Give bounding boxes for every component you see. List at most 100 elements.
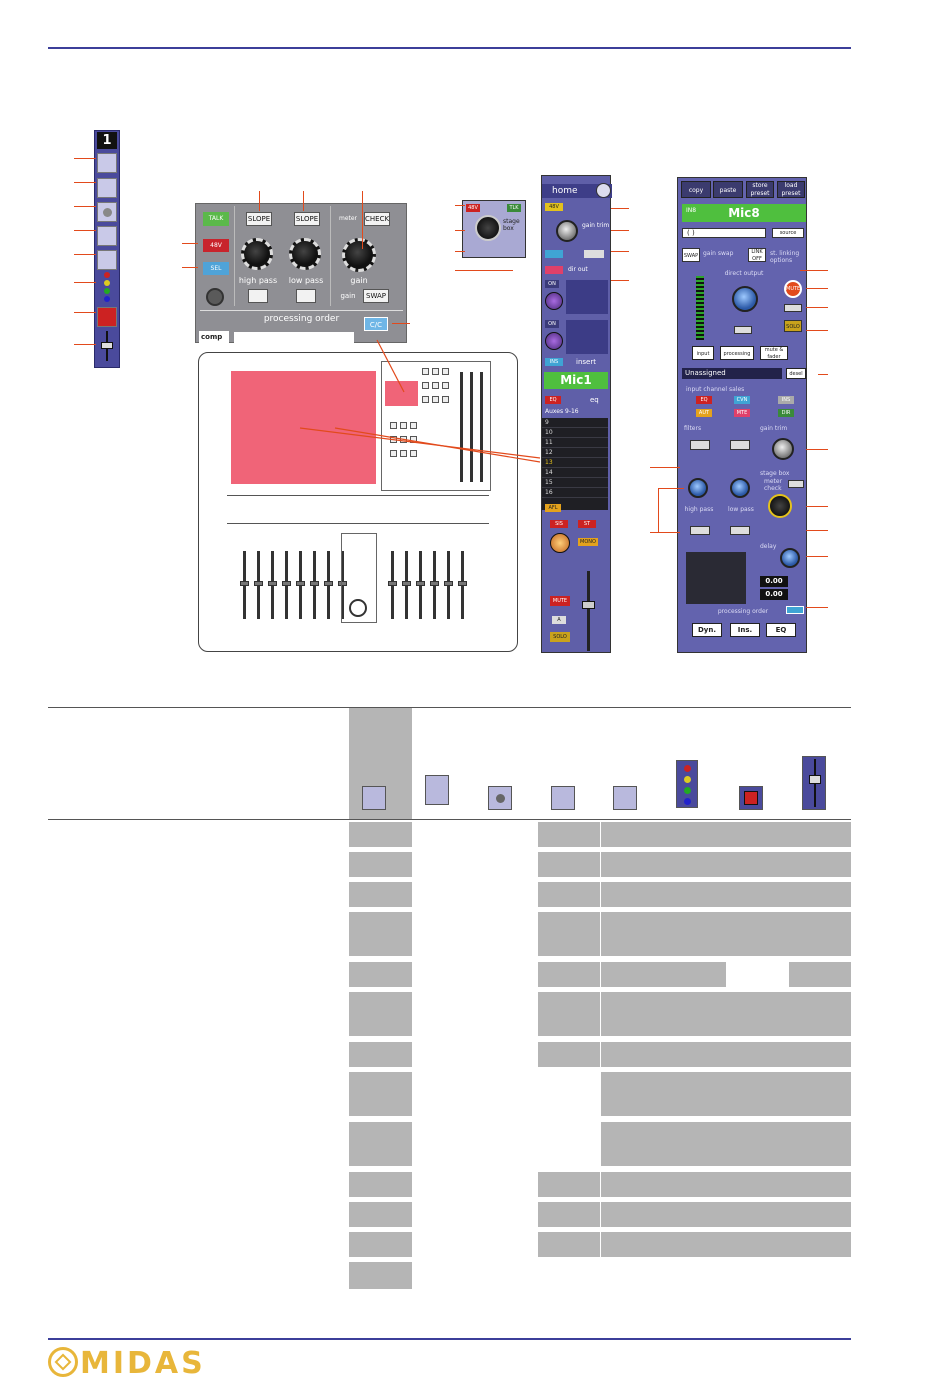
ins-block[interactable]: Ins. xyxy=(730,623,760,637)
low-pass-knob[interactable] xyxy=(289,238,321,270)
gain-knob[interactable] xyxy=(342,238,376,272)
phase-button[interactable] xyxy=(545,250,563,258)
on-button-2[interactable]: ON xyxy=(545,320,559,328)
low-pass-in-button[interactable] xyxy=(730,526,750,535)
high-pass-slope-button[interactable] xyxy=(690,440,710,450)
plug-icon[interactable] xyxy=(97,153,117,173)
afl-button[interactable]: AFL xyxy=(545,504,561,512)
ins-button[interactable]: INS xyxy=(545,358,563,366)
sis-button[interactable]: SIS xyxy=(550,520,568,528)
source-button[interactable]: source xyxy=(772,228,804,238)
aux-row[interactable]: 13 xyxy=(542,458,608,468)
aux-row[interactable]: 15 xyxy=(542,478,608,488)
processing-order-button[interactable] xyxy=(786,606,804,614)
aux-row[interactable]: 11 xyxy=(542,438,608,448)
stage-box-knob[interactable] xyxy=(475,215,501,241)
meter-check-button[interactable] xyxy=(788,480,804,488)
aux-row[interactable]: 16 xyxy=(542,488,608,498)
dir-out-chip[interactable] xyxy=(545,266,563,274)
high-pass-slope-button[interactable]: SLOPE xyxy=(246,212,272,226)
high-pass-in-button[interactable] xyxy=(248,289,268,303)
purple-knob-2[interactable] xyxy=(545,332,563,350)
stage-box-knob[interactable] xyxy=(768,494,792,518)
mono-button[interactable]: MONO xyxy=(578,538,598,546)
deselect-button[interactable]: desel xyxy=(786,368,806,379)
dynamics-icon[interactable] xyxy=(97,250,117,270)
st-button[interactable]: ST xyxy=(578,520,596,528)
v48-indicator[interactable]: 48V xyxy=(545,203,563,211)
talk-chip[interactable]: TLK xyxy=(507,204,521,212)
dir-chip[interactable]: DIR xyxy=(778,409,794,417)
gain-trim-knob[interactable] xyxy=(556,220,578,242)
high-pass-knob[interactable] xyxy=(241,238,273,270)
channel-name[interactable]: Mic8 xyxy=(682,204,806,222)
mute-button[interactable]: MUTE xyxy=(550,596,570,606)
aux-row[interactable]: 14 xyxy=(542,468,608,478)
small-knob[interactable] xyxy=(206,288,224,306)
fader-cap[interactable] xyxy=(582,601,595,609)
low-pass-knob[interactable] xyxy=(730,478,750,498)
channel-settings-panel: copy paste store preset load preset Mic8… xyxy=(677,177,807,653)
high-pass-in-button[interactable] xyxy=(690,526,710,535)
aux-row[interactable]: 10 xyxy=(542,428,608,438)
direct-output-knob[interactable] xyxy=(732,286,758,312)
pan-knob[interactable] xyxy=(550,533,570,553)
mte-chip[interactable]: MTE xyxy=(734,409,750,417)
link-off-button[interactable]: LINK OFF xyxy=(748,248,766,262)
callout-line xyxy=(658,488,684,489)
v48-chip[interactable]: 48V xyxy=(466,204,480,212)
dyn-block[interactable]: Dyn. xyxy=(692,623,722,637)
processing-box[interactable]: processing xyxy=(720,346,754,360)
delay-knob[interactable] xyxy=(780,548,800,568)
arrow-down-icon[interactable] xyxy=(97,178,117,198)
high-pass-knob[interactable] xyxy=(688,478,708,498)
eq-curve-icon[interactable] xyxy=(97,226,117,246)
traffic-light-icon[interactable] xyxy=(97,272,117,302)
pre-button[interactable] xyxy=(784,304,802,312)
channel-name[interactable]: Mic1 xyxy=(544,372,608,389)
store-preset-button[interactable]: store preset xyxy=(746,181,774,198)
cvn-chip[interactable]: CVN xyxy=(734,396,750,404)
eq-block[interactable]: EQ xyxy=(766,623,796,637)
low-pass-slope-button[interactable]: SLOPE xyxy=(294,212,320,226)
aut-chip[interactable]: AUT xyxy=(696,409,712,417)
aux-row[interactable]: 9 xyxy=(542,418,608,428)
mute-square-icon[interactable] xyxy=(97,307,117,327)
solo-button[interactable]: SOLO xyxy=(550,632,570,642)
connector-lines xyxy=(299,339,541,463)
assign-dropdown[interactable]: Unassigned xyxy=(682,368,782,379)
name-field[interactable]: ( ) xyxy=(682,228,766,238)
a-button[interactable]: A xyxy=(552,616,566,624)
delay-button[interactable] xyxy=(584,250,604,258)
eq-chip[interactable]: EQ xyxy=(696,396,712,404)
home-tab[interactable]: home xyxy=(542,184,612,198)
aux-row[interactable]: 12 xyxy=(542,448,608,458)
low-pass-in-button[interactable] xyxy=(296,289,316,303)
low-pass-slope-button[interactable] xyxy=(730,440,750,450)
direct-out-source-button[interactable] xyxy=(734,326,752,334)
callout-line xyxy=(74,182,96,183)
solo-button[interactable]: SOLO xyxy=(784,320,802,332)
mute-fader-box[interactable]: mute & fader xyxy=(760,346,788,360)
load-preset-button[interactable]: load preset xyxy=(777,181,805,198)
phantom-48v-button[interactable]: 48V xyxy=(203,239,229,252)
input-box[interactable]: input xyxy=(692,346,714,360)
select-button[interactable]: SEL xyxy=(203,262,229,275)
comp-tab[interactable]: comp xyxy=(199,331,229,343)
fader-icon[interactable] xyxy=(97,331,117,361)
home-icon[interactable] xyxy=(596,183,611,198)
swap-button[interactable]: SWAP xyxy=(363,289,389,303)
talk-button[interactable]: TALK xyxy=(203,212,229,226)
cc-button[interactable]: C/C xyxy=(364,317,388,331)
on-button-1[interactable]: ON xyxy=(545,280,559,288)
circle-icon[interactable] xyxy=(97,202,117,222)
copy-button[interactable]: copy xyxy=(681,181,711,198)
check-button[interactable]: CHECK xyxy=(364,212,390,226)
gain-trim-knob[interactable] xyxy=(772,438,794,460)
swap-button[interactable]: SWAP xyxy=(682,248,700,262)
eq-button[interactable]: EQ xyxy=(545,396,561,404)
purple-knob-1[interactable] xyxy=(545,292,563,310)
paste-button[interactable]: paste xyxy=(713,181,743,198)
ins-chip[interactable]: INS xyxy=(778,396,794,404)
mute-button[interactable]: MUTE xyxy=(784,280,802,298)
